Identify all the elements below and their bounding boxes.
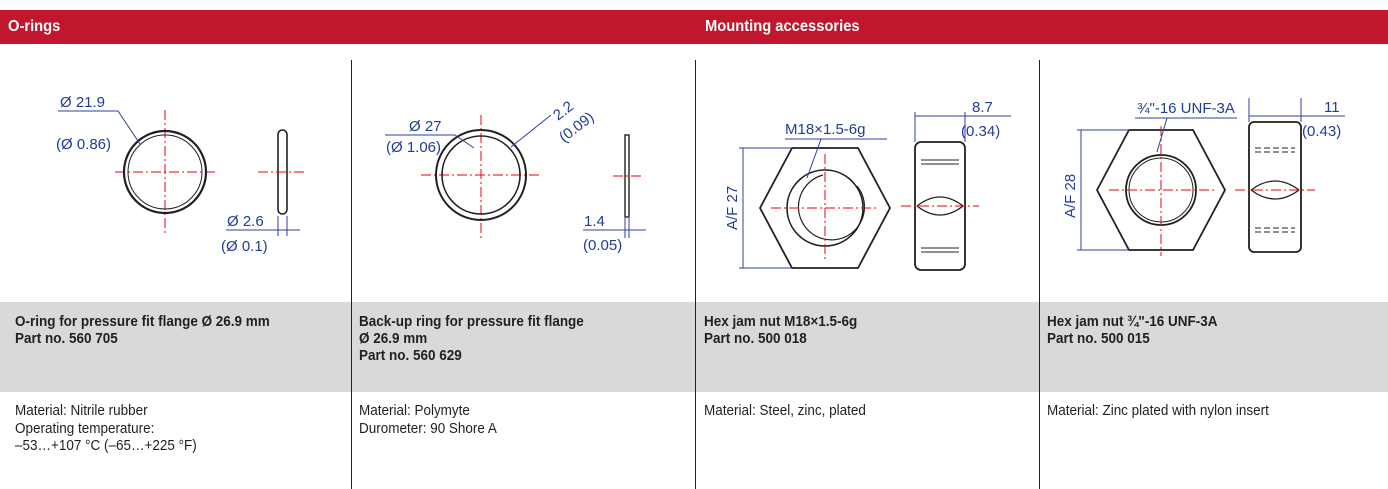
column-divider: [695, 60, 696, 489]
o-ring-diameter-label: Ø 21.9: [60, 94, 105, 111]
unf-nut-thread-label: ¾"-16 UNF-3A: [1137, 100, 1235, 117]
hex-nut-unf-title: Hex jam nut ¾"-16 UNF-3A Part no. 500 01…: [1047, 314, 1218, 347]
o-ring-title: O-ring for pressure fit flange Ø 26.9 mm…: [15, 314, 270, 347]
hex-nut-across-flats-label: A/F 27: [724, 186, 741, 230]
unf-nut-across-flats-label: A/F 28: [1062, 174, 1079, 218]
o-ring-cross-section-label: Ø 2.6: [227, 213, 264, 230]
o-ring-cross-section-inch-label: (Ø 0.1): [221, 238, 268, 255]
unf-nut-width-label: 11: [1324, 99, 1340, 116]
section-header-bar: O-rings Mounting accessories: [0, 10, 1388, 44]
back-up-ring-thickness-inch-label: (0.05): [583, 237, 622, 254]
column-divider: [1039, 60, 1040, 489]
o-ring-drawing: Ø 21.9 (Ø 0.86) Ø 2.6 (Ø 0.1): [56, 94, 305, 255]
o-ring-description: Material: Nitrile rubber Operating tempe…: [15, 403, 197, 454]
hex-nut-width-inch-label: (0.34): [961, 123, 1000, 140]
column-divider: [351, 60, 352, 489]
hex-nut-m18-drawing: M18×1.5-6g A/F 27 8.7 (0.34): [724, 99, 1011, 271]
mounting-accessories-heading: Mounting accessories: [705, 18, 860, 35]
hex-nut-m18-description: Material: Steel, zinc, plated: [704, 403, 866, 419]
hex-nut-m18-title: Hex jam nut M18×1.5-6g Part no. 500 018: [704, 314, 858, 347]
back-up-ring-drawing: Ø 27 (Ø 1.06) 2.2 (0.09) 1.4 (0.05): [385, 98, 646, 254]
back-up-ring-description: Material: Polymyte Durometer: 90 Shore A: [359, 403, 497, 437]
hex-nut-unf-drawing: ¾"-16 UNF-3A A/F 28 11 (0.43): [1062, 98, 1345, 256]
back-up-ring-thickness-label: 1.4: [584, 213, 605, 230]
o-rings-heading: O-rings: [8, 18, 61, 35]
back-up-ring-title: Back-up ring for pressure fit flange Ø 2…: [359, 314, 584, 364]
o-ring-diameter-inch-label: (Ø 0.86): [56, 136, 111, 153]
hex-nut-thread-label: M18×1.5-6g: [785, 121, 865, 138]
back-up-ring-diameter-label: Ø 27: [409, 118, 442, 135]
back-up-ring-diameter-inch-label: (Ø 1.06): [386, 139, 441, 156]
unf-nut-width-inch-label: (0.43): [1302, 123, 1341, 140]
hex-nut-unf-description: Material: Zinc plated with nylon insert: [1047, 403, 1269, 419]
hex-nut-width-label: 8.7: [972, 99, 993, 116]
product-title-row: [0, 302, 1388, 392]
